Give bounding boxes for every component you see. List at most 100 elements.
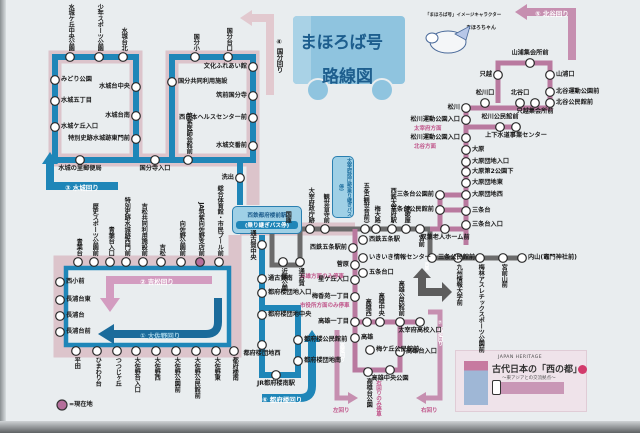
bus-stop[interactable]	[131, 134, 141, 144]
bus-stop[interactable]	[190, 52, 200, 62]
bus-stop[interactable]	[305, 224, 315, 234]
bus-stop[interactable]	[257, 288, 267, 298]
bus-stop[interactable]	[167, 77, 177, 87]
bus-stop[interactable]	[461, 115, 471, 125]
bus-stop[interactable]	[453, 253, 463, 263]
bus-stop[interactable]	[248, 91, 258, 101]
bus-stop[interactable]	[55, 327, 65, 337]
bus-stop[interactable]	[515, 98, 525, 108]
bus-stop[interactable]	[525, 58, 535, 68]
bus-stop[interactable]	[461, 167, 471, 177]
bus-stop[interactable]	[55, 277, 65, 287]
bus-stop[interactable]	[350, 333, 360, 343]
bus-stop[interactable]	[350, 292, 360, 302]
bus-stop[interactable]	[363, 367, 373, 377]
bus-stop[interactable]	[350, 317, 360, 327]
bus-stop[interactable]	[293, 356, 303, 366]
bus-stop[interactable]	[156, 257, 166, 267]
transfer-stop-tofuro-mae[interactable]: 西鉄都府楼前駅 (乗り継ぎバス停)	[232, 206, 302, 234]
bus-stop[interactable]	[415, 317, 425, 327]
bus-stop[interactable]	[427, 253, 437, 263]
bus-stop[interactable]	[480, 98, 490, 108]
bus-stop[interactable]	[461, 178, 471, 188]
bus-stop[interactable]	[50, 75, 60, 85]
bus-stop[interactable]	[395, 347, 405, 357]
bus-stop[interactable]	[371, 224, 381, 234]
bus-stop[interactable]	[358, 268, 368, 278]
bus-stop[interactable]	[375, 317, 385, 327]
transfer-stop-seichoato[interactable]: 太宰府政庁跡(乗り継ぎバス停)	[332, 156, 354, 218]
bus-stop[interactable]	[223, 52, 233, 62]
bus-stop[interactable]	[461, 145, 471, 155]
bus-stop[interactable]	[517, 253, 527, 263]
bus-stop[interactable]	[191, 346, 201, 356]
bus-stop[interactable]	[495, 122, 505, 132]
bus-stop[interactable]	[131, 346, 141, 356]
bus-stop[interactable]	[271, 370, 281, 380]
bus-stop[interactable]	[112, 346, 122, 356]
bus-stop[interactable]	[71, 346, 81, 356]
bus-stop[interactable]	[435, 205, 445, 215]
bus-stop[interactable]	[461, 133, 471, 143]
bus-stop[interactable]	[65, 52, 75, 62]
bus-stop[interactable]	[401, 224, 411, 234]
bus-stop[interactable]	[385, 365, 395, 375]
bus-stop[interactable]	[358, 235, 368, 245]
bus-stop[interactable]	[50, 122, 60, 132]
bus-stop[interactable]	[176, 257, 186, 267]
bus-stop[interactable]	[295, 257, 305, 267]
bus-stop[interactable]	[350, 260, 360, 270]
bus-stop[interactable]	[229, 346, 239, 356]
bus-stop[interactable]	[440, 224, 450, 234]
bus-stop[interactable]	[150, 155, 160, 165]
bus-stop[interactable]	[475, 253, 485, 263]
bus-stop[interactable]	[493, 70, 503, 80]
bus-stop[interactable]	[320, 224, 330, 234]
bus-stop[interactable]	[131, 111, 141, 121]
bus-stop[interactable]	[138, 257, 148, 267]
bus-stop[interactable]	[348, 243, 358, 253]
bus-stop[interactable]	[248, 62, 258, 72]
bus-stop[interactable]	[183, 155, 193, 165]
bus-stop[interactable]	[435, 190, 445, 200]
bus-stop[interactable]	[360, 224, 370, 234]
bus-stop[interactable]	[89, 257, 99, 267]
bus-stop[interactable]	[248, 141, 258, 151]
bus-stop[interactable]	[151, 346, 161, 356]
bus-stop[interactable]	[55, 311, 65, 321]
bus-stop[interactable]	[545, 70, 555, 80]
bus-stop[interactable]	[73, 257, 83, 267]
bus-stop[interactable]	[211, 346, 221, 356]
bus-stop[interactable]	[171, 346, 181, 356]
bus-stop[interactable]	[545, 87, 555, 97]
bus-stop[interactable]	[214, 257, 224, 267]
bus-stop[interactable]	[257, 274, 267, 284]
bus-stop[interactable]	[257, 240, 267, 250]
bus-stop[interactable]	[545, 98, 555, 108]
bus-stop[interactable]	[118, 52, 128, 62]
bus-stop[interactable]	[350, 275, 360, 285]
current-location-stop[interactable]	[195, 257, 205, 267]
bus-stop[interactable]	[362, 317, 372, 327]
bus-stop[interactable]	[235, 173, 245, 183]
bus-stop[interactable]	[278, 257, 288, 267]
bus-stop[interactable]	[55, 295, 65, 305]
bus-stop[interactable]	[530, 98, 540, 108]
bus-stop[interactable]	[358, 253, 368, 263]
bus-stop[interactable]	[257, 310, 267, 320]
bus-stop[interactable]	[94, 52, 104, 62]
bus-stop[interactable]	[387, 224, 397, 234]
bus-stop[interactable]	[105, 257, 115, 267]
bus-stop[interactable]	[461, 220, 471, 230]
bus-stop[interactable]	[121, 257, 131, 267]
bus-stop[interactable]	[92, 346, 102, 356]
bus-stop[interactable]	[461, 190, 471, 200]
bus-stop[interactable]	[461, 206, 471, 216]
bus-stop[interactable]	[75, 155, 85, 165]
bus-stop[interactable]	[257, 340, 267, 350]
bus-stop[interactable]	[50, 96, 60, 106]
bus-stop[interactable]	[461, 157, 471, 167]
bus-stop[interactable]	[131, 82, 141, 92]
bus-stop[interactable]	[498, 253, 508, 263]
bus-stop[interactable]	[395, 317, 405, 327]
